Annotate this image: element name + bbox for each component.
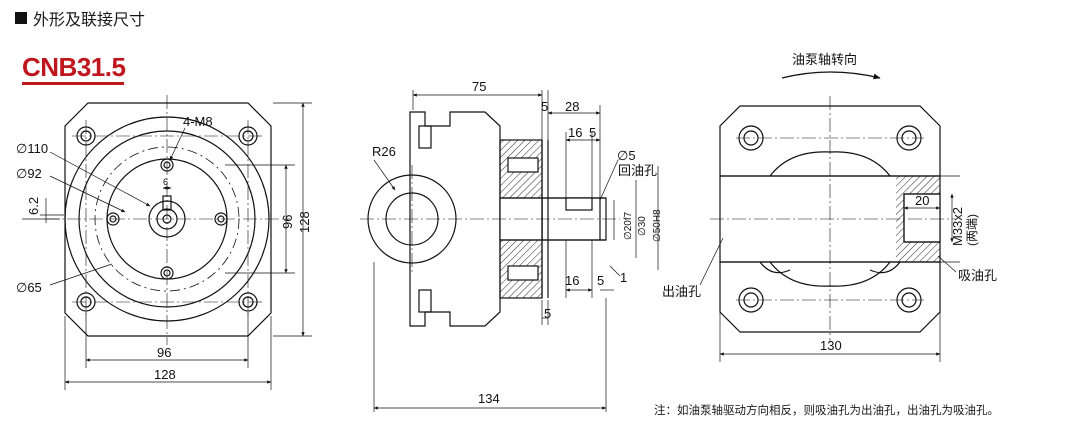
model-underline (22, 82, 124, 85)
section-header: 外形及联接尺寸 (15, 6, 145, 30)
dim-134-label: 134 (478, 391, 500, 406)
dim-5-lower-label: 5 (544, 306, 551, 321)
dim-128-vertical-label: 128 (297, 211, 312, 233)
model-number: CNB31.5 (22, 52, 126, 82)
dim-20f7-label: ∅20f7 (623, 211, 634, 240)
square-bullet-icon (15, 12, 27, 24)
inlet-port-label: 吸油孔 (958, 268, 997, 283)
top-view (699, 71, 960, 362)
thread-label: M33x2 (950, 207, 965, 246)
dim-5-bottom-label: 5 (597, 273, 604, 288)
dim-20-label: 20 (915, 193, 929, 208)
dim-96-vertical-label: 96 (280, 215, 295, 229)
dim-16-bottom-label: 16 (565, 273, 579, 288)
dim-96-horizontal-label: 96 (157, 345, 171, 360)
rotation-direction-label: 油泵轴转向 (792, 52, 857, 67)
dim-30-label: ∅30 (637, 216, 648, 236)
outlet-port-label: 出油孔 (662, 284, 701, 299)
dim-r26-label: R26 (372, 144, 396, 159)
thread-note-label: (两端) (965, 214, 979, 246)
return-port-label: 回油孔 (618, 163, 657, 178)
dim-6-2-label: 6.2 (26, 197, 41, 215)
dim-130-label: 130 (820, 338, 842, 353)
dim-50h8-label: ∅50H8 (652, 209, 663, 242)
section-title: 外形及联接尺寸 (33, 10, 146, 29)
front-view (22, 95, 312, 390)
dim-4m8-label: 4-M8 (183, 114, 213, 129)
dim-5-top-label: 5 (541, 99, 548, 114)
dim-92-label: ∅92 (16, 166, 42, 181)
dim-128-horizontal-label: 128 (154, 367, 176, 382)
dim-16-top-label: 16 (568, 125, 582, 140)
dim-phi5-label: ∅5 (617, 148, 636, 163)
dim-28-label: 28 (565, 99, 579, 114)
dim-5-top2-label: 5 (589, 125, 596, 140)
footnote: 注：如油泵轴驱动方向相反，则吸油孔为出油孔，出油孔为吸油孔。 (654, 403, 999, 417)
dim-110-label: ∅110 (16, 141, 48, 156)
side-view (360, 90, 659, 412)
dim-6-label: 6 (163, 177, 168, 187)
dim-75-label: 75 (472, 79, 486, 94)
dim-1-label: 1 (620, 270, 627, 285)
dim-65-label: ∅65 (16, 280, 42, 295)
